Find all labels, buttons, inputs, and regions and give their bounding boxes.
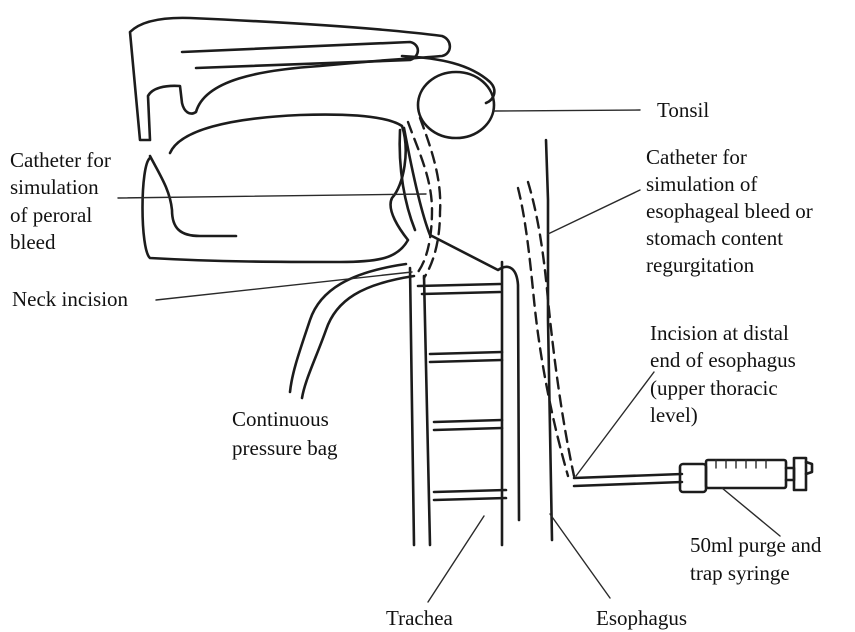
pressure-bag-tube	[290, 264, 414, 398]
pressure-bag-label: Continuous pressure bag	[232, 407, 338, 460]
nasal-cavity-outline	[130, 18, 450, 140]
tonsil-label: Tonsil	[657, 98, 709, 122]
esophageal-catheter-label: Catheter for simulation of esophageal bl…	[646, 145, 818, 277]
syringe-label: 50ml purge and trap syringe	[690, 533, 827, 585]
distal-incision-pointer	[576, 372, 654, 476]
tongue-outline	[143, 115, 409, 262]
syringe-pointer	[722, 488, 780, 536]
neck-incision-label: Neck incision	[12, 287, 129, 311]
trachea-drawing	[410, 262, 506, 545]
trachea-pointer	[428, 516, 484, 602]
peroral-catheter-pointer	[118, 194, 426, 198]
palate-outline	[182, 42, 418, 68]
esophageal-catheter-pointer	[548, 190, 640, 234]
syringe-drawing	[574, 458, 812, 492]
head-drawing	[130, 18, 552, 540]
peroral-catheter	[408, 118, 440, 278]
peroral-catheter-label: Catheter for simulation of peroral bleed	[10, 148, 116, 254]
tonsil-shape	[418, 72, 494, 138]
trachea-label: Trachea	[386, 606, 454, 630]
neck-line	[546, 140, 552, 540]
tonsil-pointer	[494, 110, 640, 111]
esophagus-pointer	[550, 514, 610, 598]
distal-incision-label: Incision at distal end of esophagus (upp…	[650, 321, 801, 427]
esophagus-label: Esophagus	[596, 606, 687, 630]
